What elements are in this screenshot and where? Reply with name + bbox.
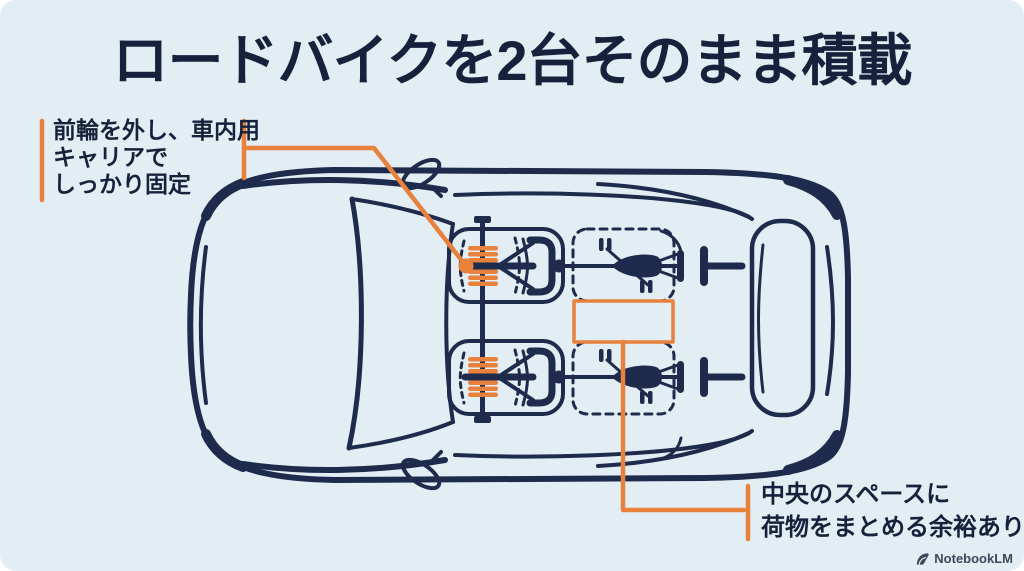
- branding-label: NotebookLM: [934, 551, 1013, 566]
- annotation-line: 前輪を外し、車内用: [53, 117, 260, 143]
- branding: NotebookLM: [915, 551, 1013, 566]
- callout-front-carrier: [39, 118, 474, 274]
- annotation-line: 荷物をまとめる余裕あり: [761, 514, 1024, 541]
- annotation-front-carrier: 前輪を外し、車内用 キャリアで しっかり固定: [53, 117, 260, 198]
- side-mirror-bottom: [400, 450, 443, 491]
- page-title: ロードバイクを2台そのまま積載: [112, 29, 912, 92]
- annotation-line: キャリアで: [53, 144, 168, 170]
- notebooklm-logo-icon: [917, 552, 929, 565]
- callout-center-space: [572, 299, 751, 542]
- annotation-line: 中央のスペースに: [761, 481, 951, 508]
- annotation-line: しっかり固定: [53, 171, 191, 197]
- car-body: [187, 157, 851, 491]
- rear-bench: [659, 218, 816, 461]
- callout-dot: [458, 258, 474, 274]
- center-cargo-space-box: [572, 299, 675, 344]
- annotation-center-space: 中央のスペースに 荷物をまとめる余裕あり: [761, 478, 1024, 544]
